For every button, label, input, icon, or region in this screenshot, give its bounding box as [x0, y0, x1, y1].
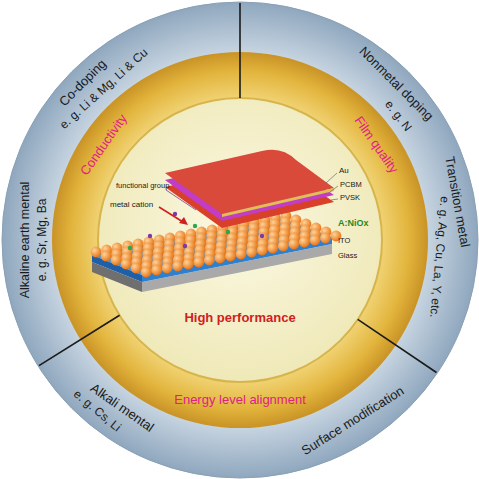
- divider-line: [239, 3, 241, 98]
- nio-sphere: [172, 261, 183, 272]
- dopant-dot: [183, 244, 187, 248]
- nio-sphere: [101, 251, 112, 262]
- glass-layer: [92, 226, 332, 292]
- nio-sphere: [215, 253, 226, 264]
- layer-label: Glass: [338, 252, 357, 260]
- nio-sphere: [121, 259, 132, 270]
- ring-label: Surface modification: [299, 383, 406, 458]
- nio-sphere: [131, 263, 142, 274]
- divider-line: [39, 315, 120, 365]
- layer-label: ITO: [338, 237, 350, 245]
- layer-label: PVSK: [340, 194, 360, 202]
- dopant-dot: [226, 230, 230, 234]
- nio-sphere: [267, 243, 278, 254]
- ring-label: Conductivity: [78, 112, 130, 178]
- nio-sphere: [310, 235, 321, 246]
- ring-label: e. g. Ag, Cu, La, Y, etc.: [427, 196, 451, 318]
- leader-line: [326, 173, 337, 183]
- layer-label: PCBM: [340, 181, 362, 189]
- ito-layer: [92, 219, 332, 282]
- dopant-dot: [193, 224, 197, 228]
- ring-label: Alkaline earth mental: [19, 182, 33, 299]
- nio-sphere: [162, 263, 173, 274]
- dopant-dot: [148, 234, 152, 238]
- ring-label: Energy level alignment: [174, 393, 306, 407]
- nio-sphere: [236, 249, 247, 260]
- leader-line: [331, 199, 338, 200]
- middle-ring: [52, 52, 428, 428]
- leader-line: [166, 190, 196, 210]
- nio-sphere: [193, 257, 204, 268]
- nio-sphere: [225, 251, 236, 262]
- ring-label: Film quality: [351, 114, 400, 176]
- layer-label: functional group: [116, 182, 169, 190]
- nio-sphere: [204, 255, 215, 266]
- nio-sphere: [246, 247, 257, 258]
- nio-sphere: [257, 245, 268, 256]
- sector-dividers: [39, 3, 436, 373]
- arrow-head: [179, 217, 188, 225]
- dopant-dot: [128, 246, 132, 250]
- divider-line: [358, 319, 437, 372]
- nio-sphere: [111, 255, 122, 266]
- nio-sphere: [278, 241, 289, 252]
- dopant-dot: [260, 234, 264, 238]
- inner-circle: [98, 98, 382, 382]
- layer-label: metal cation: [110, 201, 153, 210]
- layer-label: A:NiOx: [338, 219, 369, 229]
- leader-line: [330, 186, 338, 192]
- nio-sphere: [320, 233, 331, 244]
- nio-sphere: [183, 259, 194, 270]
- ring-label: e. g. Sr, Mg, Ba: [36, 199, 49, 282]
- au-layer: [165, 150, 334, 217]
- nio-sphere: [151, 265, 162, 276]
- nio-sphere: [141, 267, 152, 278]
- nio-sphere: [288, 239, 299, 250]
- layer-label: Au: [339, 167, 349, 176]
- layer-label: High performance: [184, 311, 295, 325]
- nio-sphere: [299, 237, 310, 248]
- metal-cation-arrow: [159, 207, 183, 222]
- nio-sphere: [91, 247, 102, 258]
